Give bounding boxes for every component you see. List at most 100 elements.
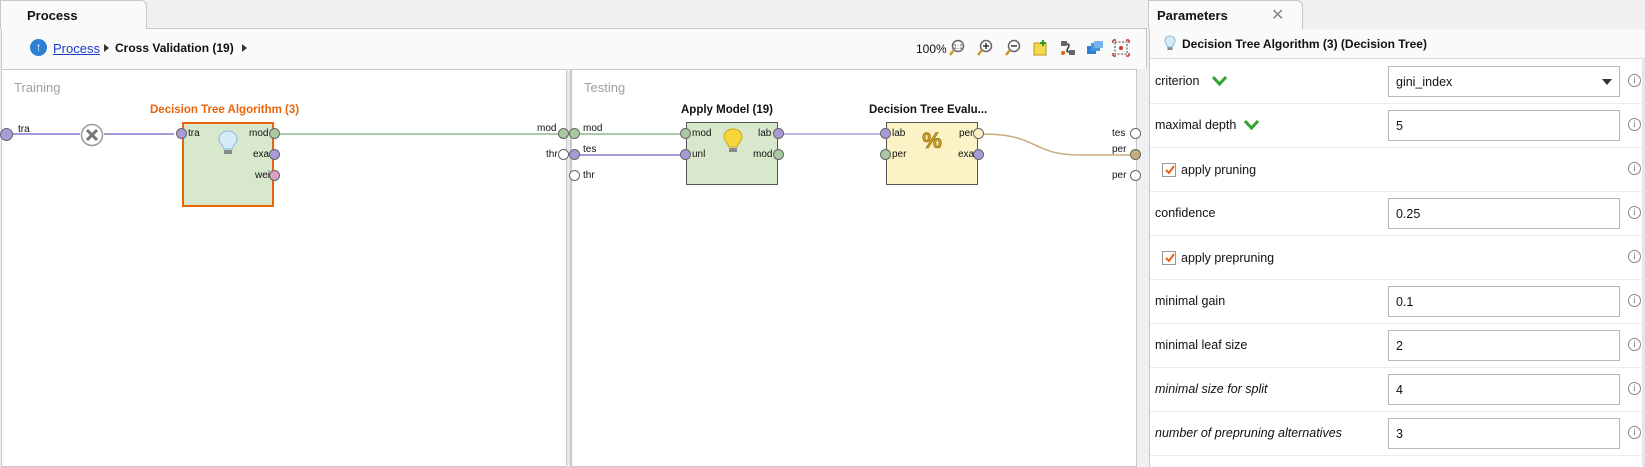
subprocess-divider[interactable] bbox=[566, 69, 571, 467]
testing-output-port[interactable] bbox=[1130, 149, 1141, 160]
param-label: minimal leaf size bbox=[1155, 338, 1248, 352]
chevron-down-icon[interactable] bbox=[1244, 119, 1259, 131]
port-label: per bbox=[959, 128, 974, 139]
breadcrumb-root-link[interactable]: Process bbox=[53, 41, 100, 56]
operator-title-apply-model[interactable]: Apply Model (19) bbox=[681, 104, 774, 116]
training-input-port[interactable] bbox=[0, 128, 13, 141]
auto-wire-icon[interactable] bbox=[1059, 39, 1077, 57]
chevron-down-icon[interactable] bbox=[1212, 75, 1227, 87]
param-label: minimal size for split bbox=[1155, 382, 1268, 396]
port-label: lab bbox=[758, 128, 772, 139]
info-icon[interactable]: i bbox=[1628, 338, 1641, 351]
maximal-depth-input[interactable]: 5 bbox=[1388, 110, 1620, 141]
zoom-reset-icon[interactable]: 1:1 bbox=[948, 39, 966, 57]
param-row-minimal-gain: minimal gain 0.1 i bbox=[1150, 280, 1645, 324]
port-label: tes bbox=[1112, 128, 1126, 139]
zoom-out-icon[interactable] bbox=[1004, 39, 1022, 57]
apply-pruning-checkbox[interactable] bbox=[1162, 163, 1176, 177]
breadcrumb-chevron-icon bbox=[104, 44, 109, 52]
testing-input-port[interactable] bbox=[569, 149, 580, 160]
arrange-operators-icon[interactable] bbox=[1086, 39, 1104, 57]
add-note-icon[interactable] bbox=[1032, 39, 1050, 57]
info-icon[interactable]: i bbox=[1628, 426, 1641, 439]
apply-input-port[interactable] bbox=[680, 128, 691, 139]
testing-output-port[interactable] bbox=[1130, 170, 1141, 181]
apply-input-port[interactable] bbox=[680, 149, 691, 160]
minimal-size-for-split-input[interactable]: 4 bbox=[1388, 374, 1620, 405]
eval-output-port[interactable] bbox=[973, 128, 984, 139]
tab-parameters[interactable]: Parameters ✕ bbox=[1148, 0, 1303, 29]
info-icon[interactable]: i bbox=[1628, 294, 1641, 307]
info-icon[interactable]: i bbox=[1628, 250, 1641, 263]
info-icon[interactable]: i bbox=[1628, 206, 1641, 219]
parameters-panel: Parameters ✕ Decision Tree Algorithm (3)… bbox=[1148, 0, 1645, 467]
operator-input-port[interactable] bbox=[176, 128, 187, 139]
tab-process[interactable]: Process bbox=[0, 0, 147, 29]
connection-line[interactable] bbox=[981, 133, 1132, 156]
param-label: minimal gain bbox=[1155, 294, 1226, 308]
lightbulb-icon bbox=[218, 130, 238, 154]
param-label: apply prepruning bbox=[1181, 251, 1275, 265]
zoom-in-icon[interactable] bbox=[976, 39, 994, 57]
info-icon[interactable]: i bbox=[1628, 118, 1641, 131]
port-label: per bbox=[1112, 170, 1127, 181]
apply-model-operator[interactable] bbox=[686, 122, 778, 185]
operator-title-evaluation[interactable]: Decision Tree Evalu... bbox=[869, 104, 988, 116]
port-label: mod bbox=[583, 123, 603, 134]
training-output-port[interactable] bbox=[558, 149, 569, 160]
testing-output-port[interactable] bbox=[1130, 128, 1141, 139]
breadcrumb-chevron-icon[interactable] bbox=[242, 44, 247, 52]
connections bbox=[10, 133, 1132, 156]
testing-canvas[interactable]: Testing bbox=[571, 69, 1137, 467]
close-icon[interactable]: ✕ bbox=[1271, 7, 1285, 24]
tab-parameters-label: Parameters bbox=[1157, 8, 1228, 23]
svg-text:1:1: 1:1 bbox=[953, 44, 963, 51]
confidence-input[interactable]: 0.25 bbox=[1388, 198, 1620, 229]
port-label: mod bbox=[753, 149, 773, 160]
param-label: number of prepruning alternatives bbox=[1155, 426, 1342, 440]
testing-input-port[interactable] bbox=[569, 128, 580, 139]
apply-output-port[interactable] bbox=[773, 128, 784, 139]
testing-title: Testing bbox=[584, 80, 626, 95]
param-row-number-of-prepruning-alternatives: number of prepruning alternatives 3 i bbox=[1150, 412, 1645, 456]
criterion-select[interactable]: gini_index bbox=[1388, 66, 1620, 97]
param-row-maximal-depth: maximal depth 5 i bbox=[1150, 104, 1645, 148]
up-arrow-icon[interactable]: ↑ bbox=[30, 39, 47, 56]
decision-tree-operator[interactable] bbox=[182, 122, 274, 207]
testing-input-port[interactable] bbox=[569, 170, 580, 181]
training-output-port[interactable] bbox=[558, 128, 569, 139]
apply-output-port[interactable] bbox=[773, 149, 784, 160]
info-icon[interactable]: i bbox=[1628, 74, 1641, 87]
process-panel: Process ↑ Process Cross Validation (19) … bbox=[0, 0, 1148, 467]
breadcrumb-current[interactable]: Cross Validation (19) bbox=[115, 41, 234, 55]
parameters-header: Decision Tree Algorithm (3) (Decision Tr… bbox=[1150, 29, 1645, 59]
port-label: thr bbox=[583, 170, 595, 181]
tab-separator bbox=[147, 28, 1147, 29]
port-label: exa bbox=[958, 149, 975, 160]
operator-output-port[interactable] bbox=[269, 170, 280, 181]
disconnect-x-icon[interactable] bbox=[80, 123, 104, 147]
port-label: unl bbox=[692, 149, 706, 160]
operator-title-decision-tree[interactable]: Decision Tree Algorithm (3) bbox=[150, 104, 300, 116]
apply-prepruning-checkbox[interactable] bbox=[1162, 251, 1176, 265]
svg-text:%: % bbox=[922, 130, 942, 152]
operator-output-port[interactable] bbox=[269, 149, 280, 160]
minimal-leaf-size-input[interactable]: 2 bbox=[1388, 330, 1620, 361]
minimal-gain-input[interactable]: 0.1 bbox=[1388, 286, 1620, 317]
eval-output-port[interactable] bbox=[973, 149, 984, 160]
checkmark-icon bbox=[1165, 253, 1175, 263]
operator-output-port[interactable] bbox=[269, 128, 280, 139]
fit-view-icon[interactable] bbox=[1112, 39, 1130, 57]
param-label: criterion bbox=[1155, 74, 1200, 88]
port-label: tes bbox=[583, 144, 597, 155]
param-row-criterion: criterion gini_index i bbox=[1150, 60, 1645, 104]
port-label: mod bbox=[692, 128, 712, 139]
eval-input-port[interactable] bbox=[880, 128, 891, 139]
info-icon[interactable]: i bbox=[1628, 162, 1641, 175]
eval-input-port[interactable] bbox=[880, 149, 891, 160]
info-icon[interactable]: i bbox=[1628, 382, 1641, 395]
prepruning-alternatives-input[interactable]: 3 bbox=[1388, 418, 1620, 449]
scrollbar[interactable] bbox=[1642, 59, 1645, 467]
parameters-operator-title: Decision Tree Algorithm (3) (Decision Tr… bbox=[1182, 37, 1427, 51]
evaluation-operator[interactable]: % bbox=[886, 122, 978, 185]
